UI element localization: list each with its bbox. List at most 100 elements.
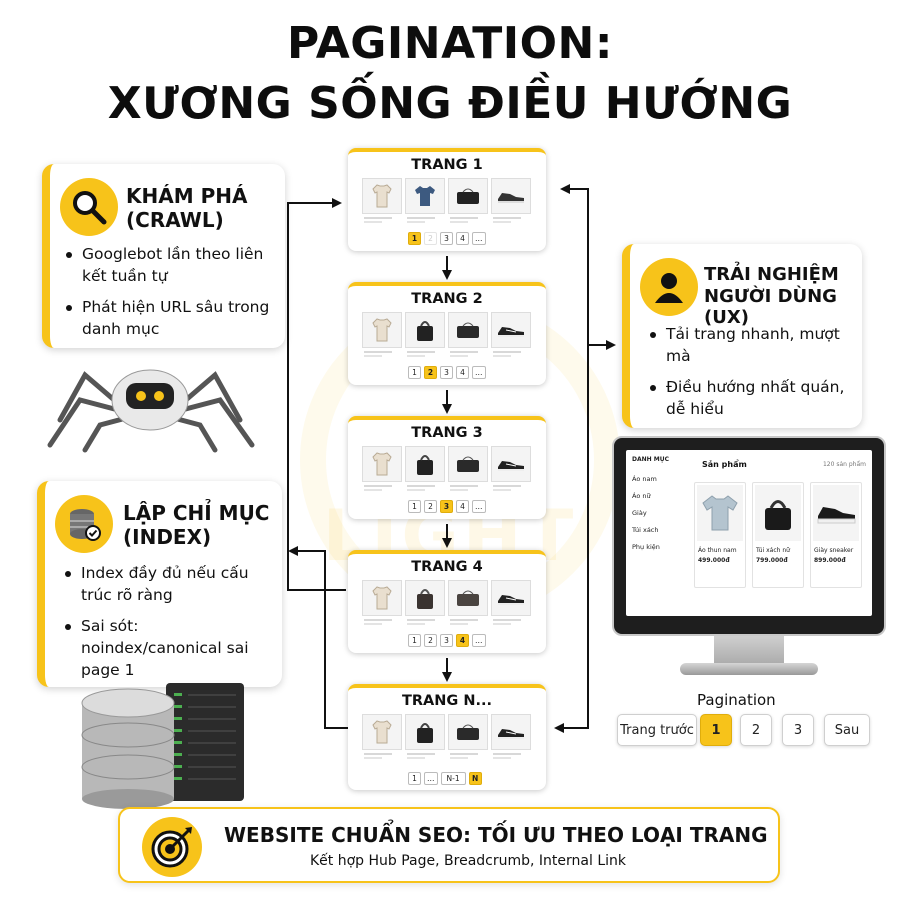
clutch-bag-icon bbox=[448, 580, 488, 616]
tshirt-icon bbox=[405, 178, 445, 214]
sidebar-item[interactable]: Túi xách bbox=[632, 526, 659, 534]
arrow-right-loop-top bbox=[560, 184, 589, 345]
product-captions bbox=[362, 217, 531, 223]
crawl-bullets: Googlebot lần theo liên kết tuần tự Phát… bbox=[64, 244, 284, 351]
pager-page-2[interactable]: 2 bbox=[424, 500, 437, 513]
pager-page-1[interactable]: 1 bbox=[408, 772, 421, 785]
page-card-3: TRANG 3 1 2 3 4 … bbox=[348, 416, 546, 519]
product-card[interactable]: Túi xách nữ 799.000đ bbox=[752, 482, 804, 588]
tshirt-icon bbox=[697, 485, 743, 541]
shirt-icon bbox=[362, 446, 402, 482]
product-captions bbox=[362, 753, 531, 759]
product-name: Túi xách nữ bbox=[756, 547, 790, 554]
crawl-card: KHÁM PHÁ (CRAWL) Googlebot lần theo liên… bbox=[42, 164, 285, 348]
pagination-prev-button[interactable]: Trang trước bbox=[617, 714, 697, 746]
monitor-screen: DANH MỤC Áo nam Áo nữ Giày Túi xách Phụ … bbox=[626, 450, 872, 616]
monitor-stand-base bbox=[680, 663, 818, 675]
pager-page-3[interactable]: 3 bbox=[440, 232, 453, 245]
product-card[interactable]: Giày sneaker 899.000đ bbox=[810, 482, 862, 588]
user-icon bbox=[640, 258, 698, 316]
pager-ellipsis[interactable]: … bbox=[424, 772, 438, 785]
pager-page-2[interactable]: 2 bbox=[424, 634, 437, 647]
database-server-icon bbox=[81, 683, 244, 809]
page-card-4: TRANG 4 1 2 3 4 … bbox=[348, 550, 546, 653]
pager-page-2[interactable]: 2 bbox=[424, 366, 437, 379]
pagination-page-1[interactable]: 1 bbox=[700, 714, 732, 746]
shirt-icon bbox=[362, 580, 402, 616]
pagination-next-button[interactable]: Sau bbox=[824, 714, 870, 746]
arrow-right-loop-bottom bbox=[554, 345, 589, 733]
product-thumbs bbox=[362, 312, 531, 348]
product-price: 799.000đ bbox=[756, 557, 788, 564]
mini-pager: 1 2 3 4 … bbox=[408, 366, 486, 379]
pagination-page-2[interactable]: 2 bbox=[740, 714, 772, 746]
page-title-line1: PAGINATION: bbox=[287, 18, 613, 69]
bottom-banner: WEBSITE CHUẨN SEO: TỐI ƯU THEO LOẠI TRAN… bbox=[118, 807, 780, 883]
clutch-bag-icon bbox=[448, 446, 488, 482]
page-title-line2: XƯƠNG SỐNG ĐIỀU HƯỚNG bbox=[107, 78, 793, 129]
monitor-stand-neck bbox=[714, 636, 784, 666]
sneaker-icon bbox=[491, 178, 531, 214]
database-check-icon bbox=[55, 495, 113, 553]
index-bullets: Index đầy đủ nếu cấu trúc rõ ràng Sai só… bbox=[63, 563, 263, 691]
magnifier-icon bbox=[60, 178, 118, 236]
sneaker-icon bbox=[491, 714, 531, 750]
mini-pager: 1 … N-1 N bbox=[408, 772, 482, 785]
pager-ellipsis[interactable]: … bbox=[472, 500, 486, 513]
handbag-icon bbox=[405, 580, 445, 616]
pager-ellipsis[interactable]: … bbox=[472, 366, 486, 379]
ux-title: TRẢI NGHIỆM NGƯỜI DÙNG (UX) bbox=[704, 264, 839, 329]
handbag-icon bbox=[405, 446, 445, 482]
sidebar-item[interactable]: Áo nam bbox=[632, 475, 657, 483]
pagination-label: Pagination bbox=[697, 691, 776, 709]
pager-page-2[interactable]: 2 bbox=[424, 232, 437, 245]
pager-page-1[interactable]: 1 bbox=[408, 500, 421, 513]
product-name: Giày sneaker bbox=[814, 547, 854, 554]
pagination-page-3[interactable]: 3 bbox=[782, 714, 814, 746]
pager-page-4[interactable]: 4 bbox=[456, 634, 469, 647]
list-item: Tải trang nhanh, mượt mà bbox=[648, 324, 853, 367]
bottom-subtitle: Kết hợp Hub Page, Breadcrumb, Internal L… bbox=[310, 853, 626, 869]
page-card-title: TRANG 4 bbox=[411, 559, 483, 575]
pager-page-1[interactable]: 1 bbox=[408, 232, 421, 245]
pager-page-n[interactable]: N bbox=[468, 772, 482, 785]
pager-page-4[interactable]: 4 bbox=[456, 500, 469, 513]
pager-ellipsis[interactable]: … bbox=[472, 232, 486, 245]
monitor-sidebar: DANH MỤC Áo nam Áo nữ Giày Túi xách Phụ … bbox=[632, 456, 688, 560]
clutch-bag-icon bbox=[448, 714, 488, 750]
sidebar-item[interactable]: Giày bbox=[632, 509, 647, 517]
pager-page-3[interactable]: 3 bbox=[440, 634, 453, 647]
clutch-bag-icon bbox=[448, 312, 488, 348]
product-price: 499.000đ bbox=[698, 557, 730, 564]
target-icon bbox=[142, 817, 202, 877]
pager-ellipsis[interactable]: … bbox=[472, 634, 486, 647]
list-item: Điều hướng nhất quán, dễ hiểu bbox=[648, 377, 853, 420]
product-name: Áo thun nam bbox=[698, 547, 737, 554]
pager-page-4[interactable]: 4 bbox=[456, 366, 469, 379]
pager-page-1[interactable]: 1 bbox=[408, 366, 421, 379]
product-card[interactable]: Áo thun nam 499.000đ bbox=[694, 482, 746, 588]
list-item: Googlebot lần theo liên kết tuần tự bbox=[64, 244, 284, 287]
mini-pager: 1 2 3 4 … bbox=[408, 634, 486, 647]
index-title: LẬP CHỈ MỤC (INDEX) bbox=[123, 501, 270, 549]
handbag-icon bbox=[405, 312, 445, 348]
pager-page-1[interactable]: 1 bbox=[408, 634, 421, 647]
page-card-n: TRANG N... 1 … N-1 N bbox=[348, 684, 546, 790]
pager-page-3[interactable]: 3 bbox=[440, 500, 453, 513]
sidebar-item[interactable]: Áo nữ bbox=[632, 492, 651, 500]
shirt-icon bbox=[362, 178, 402, 214]
spider-robot-icon bbox=[47, 369, 255, 453]
pager-page-3[interactable]: 3 bbox=[440, 366, 453, 379]
page-card-title: TRANG 1 bbox=[411, 157, 483, 173]
pager-page-4[interactable]: 4 bbox=[456, 232, 469, 245]
sidebar-item[interactable]: Phụ kiện bbox=[632, 543, 660, 551]
pager-page-n-minus-1[interactable]: N-1 bbox=[440, 772, 466, 785]
product-captions bbox=[362, 351, 531, 357]
sneaker-icon bbox=[491, 312, 531, 348]
page-card-title: TRANG 2 bbox=[411, 291, 483, 307]
product-price: 899.000đ bbox=[814, 557, 846, 564]
mini-pager: 1 2 3 4 … bbox=[408, 500, 486, 513]
page-card-2: TRANG 2 1 2 3 4 … bbox=[348, 282, 546, 385]
ux-card: TRẢI NGHIỆM NGƯỜI DÙNG (UX) Tải trang nh… bbox=[622, 244, 862, 428]
